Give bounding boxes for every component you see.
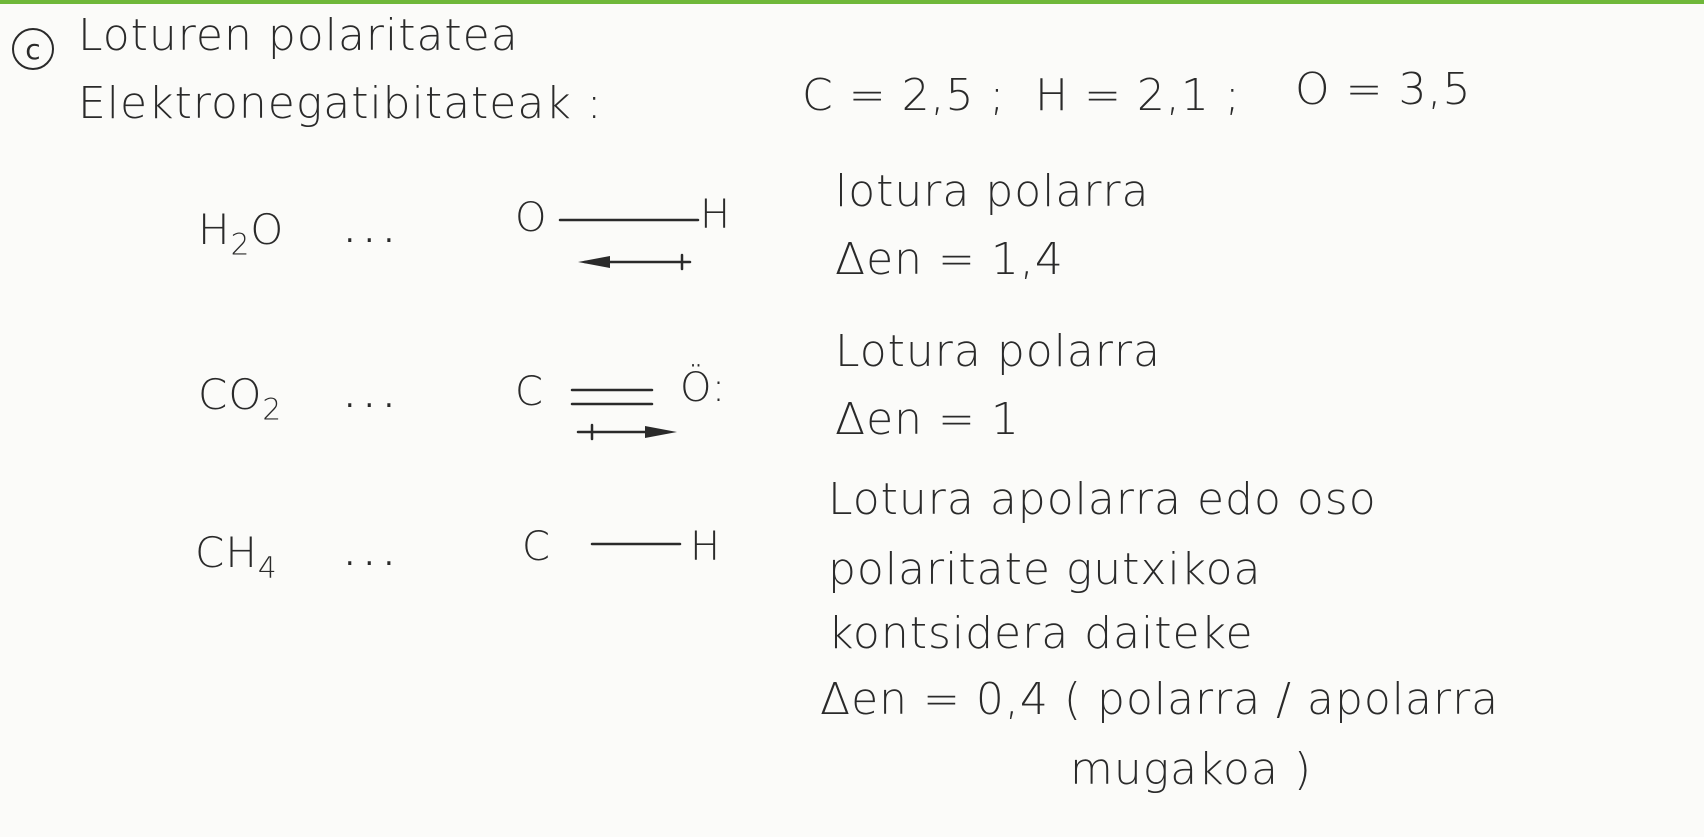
formula-ch4: CH4 (195, 528, 278, 584)
bond-atom-left: O (515, 195, 548, 241)
bond-description-line5: mugakoa ) (1070, 744, 1313, 795)
formula-h2o: H2O (198, 205, 284, 261)
section-title: Loturen polaritatea (78, 10, 519, 61)
bond-description-line1: Lotura polarra (835, 326, 1162, 377)
bond-description-line2: Δen = 1 (835, 394, 1020, 445)
formula-subscript: 2 (230, 227, 251, 262)
bond-atom-left: C (522, 524, 551, 570)
formula-rest: O (250, 205, 285, 254)
formula-subscript: 4 (257, 550, 278, 585)
bond-description-line2: polaritate gutxikoa (828, 544, 1262, 595)
formula-main: CO (198, 370, 263, 419)
top-accent-bar (0, 0, 1704, 4)
en-value-h: H = 2,1 ; (1035, 70, 1241, 121)
bond-atom-right: H (690, 524, 722, 570)
dots: ... (345, 215, 404, 250)
bond-description-line3: kontsidera daiteke (828, 608, 1254, 659)
bond-atom-right: Ö: (680, 365, 727, 411)
en-value-o: O = 3,5 (1295, 64, 1472, 115)
bond-description-line1: Lotura apolarra edo oso (828, 474, 1377, 525)
section-label-c: c (12, 28, 54, 70)
electronegativity-label: Elektronegatibitateak : (78, 78, 603, 129)
dots: ... (345, 380, 404, 415)
polarity-arrow-left-icon (578, 253, 692, 271)
bond-atom-left: C (515, 369, 544, 415)
section-label-text: c (25, 32, 41, 66)
formula-main: H (198, 205, 231, 254)
bond-description-line1: lotura polarra (835, 166, 1150, 217)
formula-main: CH (195, 528, 258, 577)
bond-atom-right: H (700, 192, 732, 238)
en-value-c: C = 2,5 ; (802, 70, 1006, 121)
formula-subscript: 2 (262, 392, 283, 427)
bond-description-line4: Δen = 0,4 ( polarra / apolarra (820, 674, 1500, 725)
bond-description-line2: Δen = 1,4 (835, 234, 1064, 285)
polarity-arrow-right-icon (576, 423, 677, 441)
dots: ... (345, 538, 404, 573)
formula-co2: CO2 (198, 370, 282, 426)
